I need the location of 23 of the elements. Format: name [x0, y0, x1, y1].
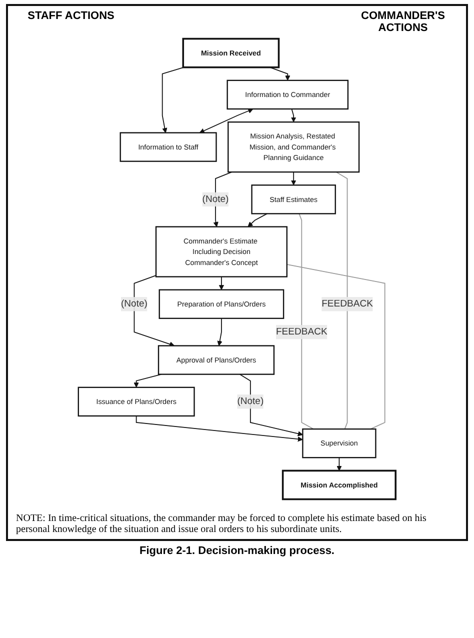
column-heading: STAFF ACTIONS [26, 10, 116, 24]
arrow [199, 108, 254, 134]
connector [298, 213, 314, 430]
arrow [248, 213, 268, 227]
arrow [134, 374, 162, 388]
figure-caption: Figure 2-1. Decision-making process. [138, 545, 336, 557]
arrow [336, 457, 342, 471]
arrow [269, 66, 290, 81]
arrow [217, 318, 222, 346]
column-heading: COMMANDER'S ACTIONS [360, 10, 446, 34]
arrow [162, 66, 184, 133]
edge-label: (Note) [202, 194, 229, 204]
edge-label: FEEDBACK [322, 298, 373, 309]
arrow [136, 416, 303, 442]
edge-label: FEEDBACK [276, 326, 328, 337]
arrow [218, 276, 224, 290]
note-text: NOTE: In time-critical situations, the commander may be forced to complete his estimate based on his personal knowledge of the situation and issue oral orders to his subordinate units. [16, 513, 428, 535]
connector [336, 172, 348, 430]
arrow [290, 172, 296, 186]
arrow [290, 108, 296, 122]
edge-label: (Note) [237, 396, 264, 406]
edge-label: (Note) [121, 298, 148, 309]
connector [286, 264, 386, 430]
